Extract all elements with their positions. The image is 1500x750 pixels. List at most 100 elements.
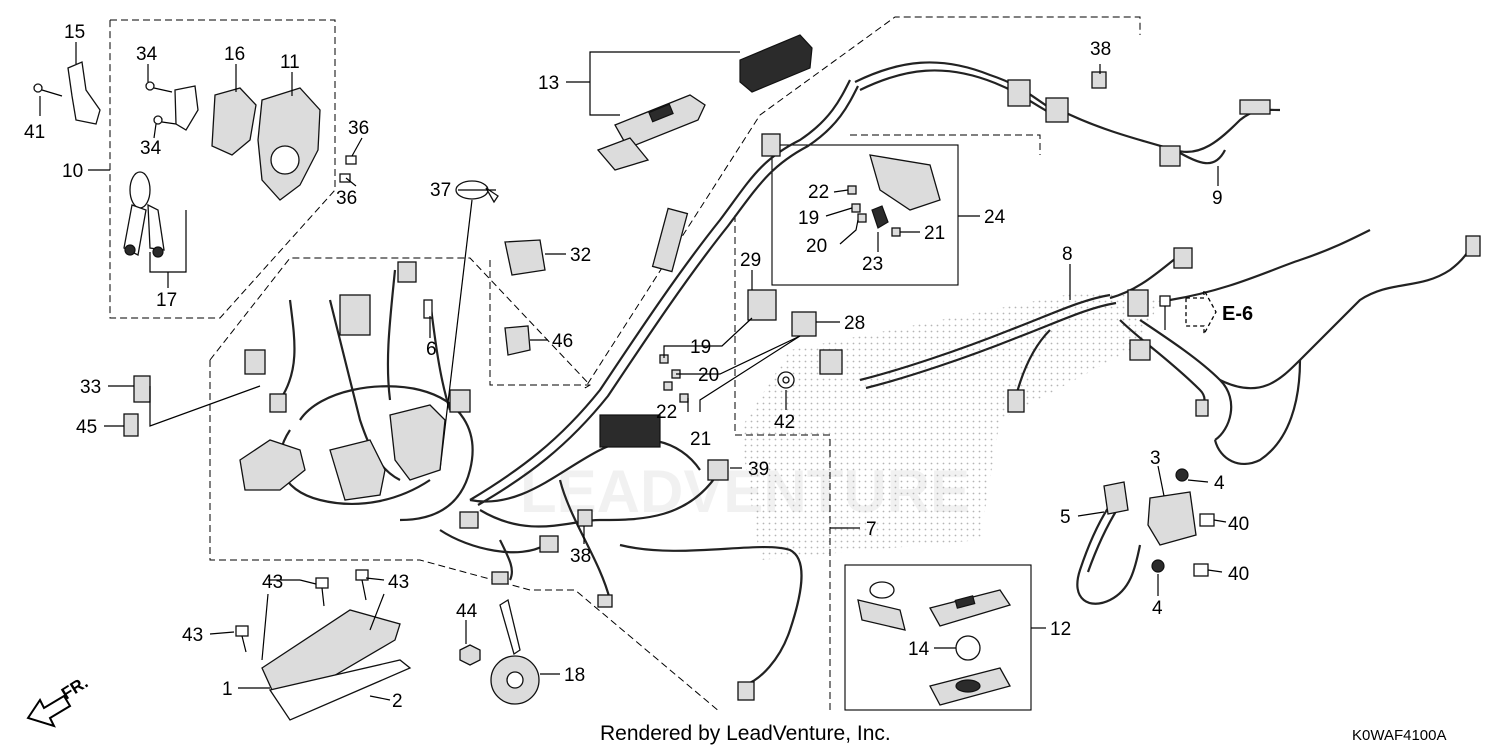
part-43-bolt-c	[235, 625, 249, 653]
callout-20-top: 20	[806, 236, 827, 257]
part-34-screw-top	[145, 81, 173, 93]
part-24-cover	[869, 154, 941, 211]
rendered-by-footer: Rendered by LeadVenture, Inc.	[600, 722, 891, 745]
callout-22-top: 22	[808, 182, 829, 203]
harness-lower-connector-e	[819, 349, 843, 375]
callout-18: 18	[564, 665, 585, 686]
callout-41: 41	[24, 122, 45, 143]
part-5-plug-cap	[1103, 481, 1129, 515]
callout-44: 44	[456, 601, 478, 622]
harness-lower-connector-a	[539, 535, 559, 553]
callout-9: 9	[1212, 188, 1223, 209]
diagram-code: K0WAF4100A	[1352, 727, 1447, 744]
part-38-connector-bottom	[577, 509, 593, 527]
part-45-clip	[123, 413, 139, 437]
callout-32: 32	[570, 245, 591, 266]
part-33-connector	[133, 375, 151, 403]
part-11-ignition-unit	[257, 87, 321, 201]
reference-arrow: E-6	[1185, 289, 1253, 335]
harness-9-connector-a	[1007, 79, 1031, 107]
part-18-horn	[490, 598, 540, 705]
part-43-bolt-b	[355, 569, 369, 601]
callout-33: 33	[80, 377, 101, 398]
part-34-screw-bottom	[153, 115, 177, 125]
callout-43-right: 43	[388, 572, 409, 593]
callout-2: 2	[392, 691, 403, 712]
callout-39: 39	[748, 459, 769, 480]
harness-8-connector-e	[1465, 235, 1481, 257]
central-fuse-block	[599, 414, 661, 448]
callout-17: 17	[156, 290, 177, 311]
part-46-connector	[504, 325, 531, 356]
harness-8-connector-a	[1127, 289, 1149, 317]
callout-40-top: 40	[1228, 514, 1249, 535]
dotted-shading	[740, 290, 1160, 560]
part-6-terminal	[423, 299, 433, 319]
part-32-socket	[504, 239, 546, 276]
part-4-nut-bottom	[1151, 559, 1165, 573]
e6-reference-label: E-6	[1222, 303, 1253, 325]
part-29-relay	[747, 289, 777, 321]
part-20-small-a	[857, 213, 867, 223]
harness-9-connector-c	[1159, 145, 1181, 167]
callout-22-mid: 22	[656, 402, 677, 423]
part-22-small-b	[663, 381, 673, 391]
callout-34-bottom: 34	[140, 138, 162, 159]
harness-top-connector	[761, 133, 781, 157]
harness-bracket-left	[239, 439, 306, 491]
part-17-key	[123, 171, 165, 258]
group-outlines	[109, 16, 1141, 713]
callout-42: 42	[774, 412, 795, 433]
callout-7: 7	[866, 519, 877, 540]
callout-38-top: 38	[1090, 39, 1111, 60]
harness-8-connector-d	[1129, 339, 1151, 361]
callout-36-top: 36	[348, 118, 369, 139]
leader-lines	[39, 42, 1219, 701]
callout-4-bottom: 4	[1152, 598, 1163, 619]
callout-24: 24	[984, 207, 1006, 228]
part-41-screw	[33, 83, 63, 97]
callout-6: 6	[426, 339, 437, 360]
part-23-fuse	[871, 205, 889, 229]
part-3-ignition-coil	[1147, 491, 1197, 546]
callout-38-bottom: 38	[570, 546, 591, 567]
callout-20-mid: 20	[698, 365, 719, 386]
harness-8-connector-f	[1195, 399, 1209, 417]
harness-9-connector-d	[1239, 99, 1271, 115]
part-36-screw-b	[339, 173, 351, 183]
front-direction-arrow: FR.	[26, 673, 91, 728]
callout-29: 29	[740, 250, 761, 271]
part-28-relay	[791, 311, 817, 337]
callout-14: 14	[908, 639, 930, 660]
e6-bolt	[1159, 295, 1171, 330]
callout-40-bottom: 40	[1228, 564, 1249, 585]
parts	[33, 34, 1481, 721]
part-12-key-set	[857, 581, 1012, 706]
callout-13: 13	[538, 73, 559, 94]
callout-46: 46	[552, 331, 573, 352]
part-40-bolt-bottom	[1193, 563, 1223, 577]
callout-16: 16	[224, 44, 245, 65]
part-36-screw-a	[345, 155, 357, 165]
part-21-small-a	[891, 227, 901, 237]
part-40-bolt-top	[1199, 513, 1227, 527]
callout-10: 10	[62, 161, 83, 182]
part-13-smart-key	[596, 34, 813, 171]
harness-9-connector-b	[1045, 97, 1069, 123]
callout-1: 1	[222, 679, 233, 700]
callout-34-top: 34	[136, 44, 158, 65]
callout-12: 12	[1050, 619, 1071, 640]
callout-21-top: 21	[924, 223, 945, 244]
part-15-bracket	[67, 61, 101, 125]
part-34-bracket	[174, 85, 199, 131]
callout-21-mid: 21	[690, 429, 711, 450]
harness-mid-connector	[651, 207, 689, 273]
harness-lower-connector-c	[597, 594, 613, 608]
part-19-small-a	[851, 203, 861, 213]
part-4-nut-top	[1175, 468, 1189, 482]
part-39-clamp	[707, 459, 729, 481]
callout-23: 23	[862, 254, 883, 275]
callout-43-left: 43	[262, 572, 283, 593]
callout-labels: 15 41 10 34 34 16 11 36 36 17 37 13 32 4…	[24, 22, 1249, 712]
